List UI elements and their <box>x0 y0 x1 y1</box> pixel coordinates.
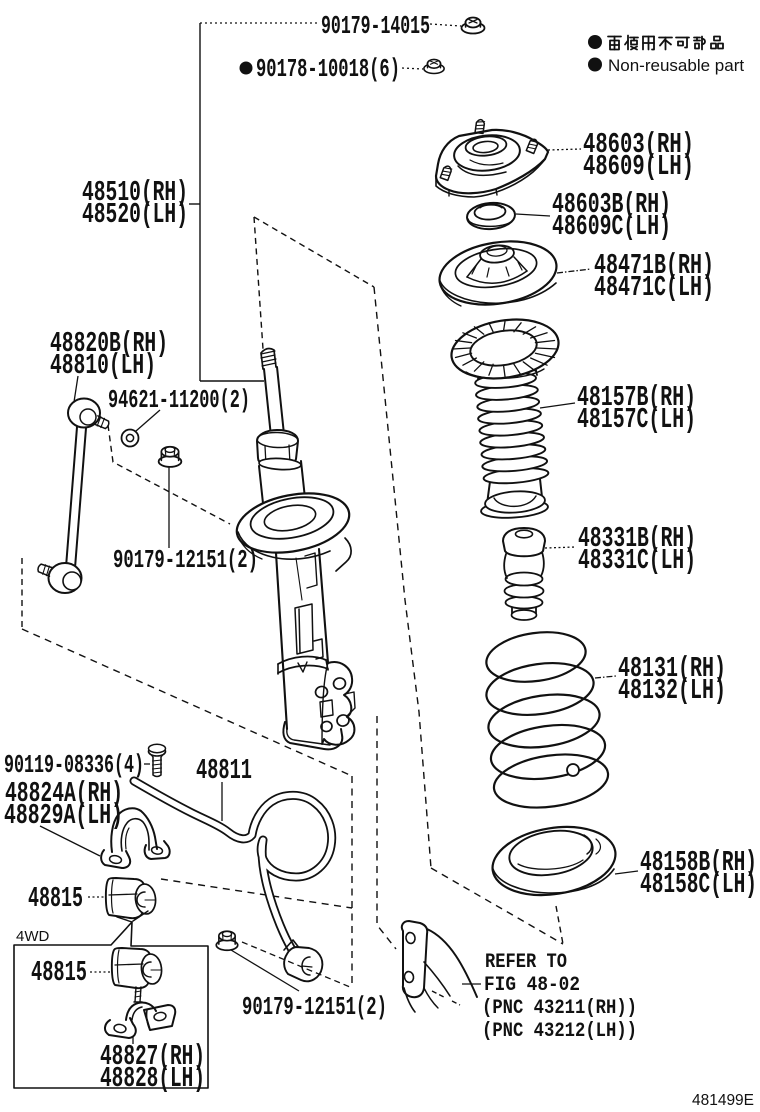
svg-text:48520(LH): 48520(LH) <box>82 198 188 231</box>
svg-text:48811: 48811 <box>196 754 252 787</box>
svg-text:REFER TO: REFER TO <box>485 951 567 974</box>
svg-text:94621-11200(2): 94621-11200(2) <box>108 385 250 415</box>
svg-text:90178-10018(6): 90178-10018(6) <box>256 54 400 84</box>
svg-text:90119-08336(4): 90119-08336(4) <box>4 750 144 780</box>
svg-text:48132(LH): 48132(LH) <box>618 674 726 707</box>
svg-text:48131(RH): 48131(RH) <box>618 652 726 685</box>
svg-text:48157C(LH): 48157C(LH) <box>577 403 696 436</box>
svg-text:48157B(RH): 48157B(RH) <box>577 381 696 414</box>
svg-text:48810(LH): 48810(LH) <box>50 349 156 382</box>
svg-text:481499E: 481499E <box>692 1092 754 1109</box>
svg-text:48158C(LH): 48158C(LH) <box>640 868 757 901</box>
svg-text:48603(RH): 48603(RH) <box>583 128 694 161</box>
svg-text:(PNC 43211(RH)): (PNC 43211(RH)) <box>482 997 637 1020</box>
svg-text:48815: 48815 <box>28 882 83 915</box>
svg-text:Non-reusable part: Non-reusable part <box>608 56 744 75</box>
svg-text:48510(RH): 48510(RH) <box>82 176 188 209</box>
svg-text:48827(RH): 48827(RH) <box>100 1040 205 1073</box>
svg-text:90179-12151(2): 90179-12151(2) <box>113 545 258 575</box>
svg-text:FIG 48-02: FIG 48-02 <box>484 974 580 997</box>
svg-text:4WD: 4WD <box>16 928 50 945</box>
svg-text:48158B(RH): 48158B(RH) <box>640 846 757 879</box>
svg-text:48471C(LH): 48471C(LH) <box>594 271 714 304</box>
svg-text:48824A(RH): 48824A(RH) <box>5 777 123 810</box>
svg-text:90179-12151(2): 90179-12151(2) <box>242 992 387 1022</box>
svg-text:(PNC 43212(LH)): (PNC 43212(LH)) <box>482 1020 637 1043</box>
svg-text:48331C(LH): 48331C(LH) <box>578 544 696 577</box>
svg-text:48828(LH): 48828(LH) <box>100 1062 205 1095</box>
svg-text:48603B(RH): 48603B(RH) <box>552 188 671 221</box>
svg-text:48331B(RH): 48331B(RH) <box>578 522 696 555</box>
svg-text:90179-14015: 90179-14015 <box>321 11 430 41</box>
svg-text:48471B(RH): 48471B(RH) <box>594 249 714 282</box>
svg-text:48609(LH): 48609(LH) <box>583 150 694 183</box>
svg-text:48815: 48815 <box>31 956 87 989</box>
svg-text:48609C(LH): 48609C(LH) <box>552 210 671 243</box>
svg-text:48829A(LH): 48829A(LH) <box>4 799 123 832</box>
svg-text:48820B(RH): 48820B(RH) <box>50 327 168 360</box>
